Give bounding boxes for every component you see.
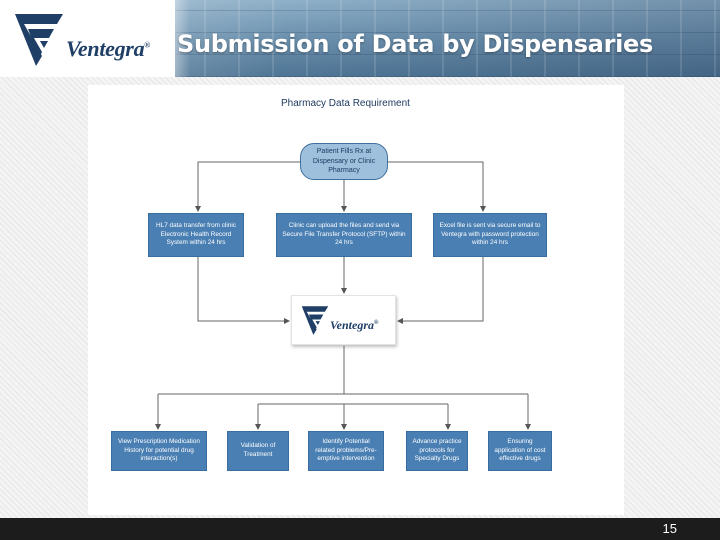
brand-name: Ventegra® xyxy=(66,36,150,61)
node-hl7-transfer: HL7 data transfer from clinic Electronic… xyxy=(148,213,244,257)
node-secure-email: Excel file is sent via secure email to V… xyxy=(433,213,547,257)
node-prescription-history: View Prescription Medication History for… xyxy=(111,431,207,471)
header-banner: Ventegra® Submission of Data by Dispensa… xyxy=(0,0,720,77)
node-patient-fills-rx: Patient Fills Rx at Dispensary or Clinic… xyxy=(300,143,388,180)
footer-bar: 15 xyxy=(0,518,720,540)
slide-title: Submission of Data by Dispensaries xyxy=(177,30,653,58)
ventegra-logo-icon xyxy=(301,306,329,335)
ventegra-logo-icon xyxy=(15,14,63,66)
node-sftp-upload: Clinic can upload the files and send via… xyxy=(276,213,412,257)
node-specialty-protocols: Advance practice protocols for Specialty… xyxy=(406,431,468,471)
center-logo-name: Ventegra® xyxy=(330,318,379,332)
node-cost-effective-drugs: Ensuring application of cost effective d… xyxy=(488,431,552,471)
node-identify-problems: Identify Potential related problems/Pre-… xyxy=(308,431,384,471)
ventegra-center-logo: Ventegra® xyxy=(291,295,396,345)
flow-diagram: Pharmacy Data Requirement Patient Fills … xyxy=(88,85,624,515)
diagram-title: Pharmacy Data Requirement xyxy=(281,98,410,109)
connector-lines xyxy=(155,161,531,430)
node-validation-treatment: Validation of Treatment xyxy=(227,431,289,471)
page-number: 15 xyxy=(662,521,677,536)
